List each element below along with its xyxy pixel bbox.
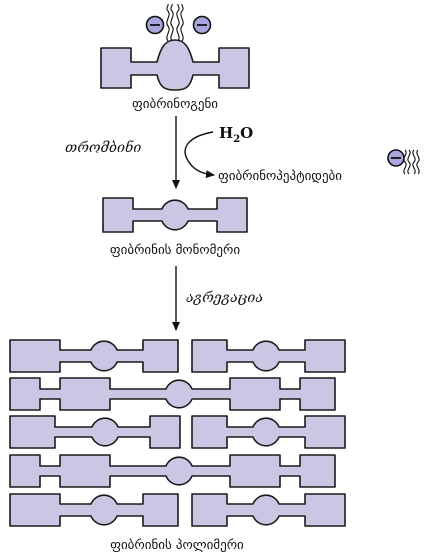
polymer-unit	[191, 493, 346, 527]
fibrinopeptide-strand-icon	[166, 3, 184, 42]
polymer-unit	[9, 339, 179, 373]
negative-charge-icon	[192, 15, 212, 35]
polymer-unit	[9, 415, 181, 449]
polymer-unit	[191, 415, 346, 449]
fibrin-polymer-label: ფიბრინის პოლიმერი	[110, 538, 244, 553]
fibrin-monomer-label: ფიბრინის მონომერი	[110, 243, 240, 258]
negative-charge-icon	[387, 149, 405, 167]
fibrinogen-molecule	[100, 3, 250, 91]
fibrinopeptide-strand-icon	[403, 149, 420, 175]
fibrin-polymer-network	[9, 339, 346, 527]
fibrinopeptides-label: ფიბრინოპეპტიდები	[218, 169, 342, 184]
cleavage-arrow	[184, 131, 215, 179]
polymer-unit	[9, 454, 336, 488]
polymer-unit	[9, 377, 336, 411]
negative-charge-icon	[145, 15, 165, 35]
aggregation-label: აგრეგაცია	[186, 289, 263, 306]
thrombin-label: თრომბინი	[65, 138, 141, 156]
fibrin-monomer-molecule[interactable]	[102, 197, 248, 233]
fibrinogen-label: ფიბრინოგენი	[132, 97, 218, 112]
polymer-unit	[191, 339, 346, 373]
water-label: H2O	[219, 124, 253, 145]
polymer-unit	[9, 493, 179, 527]
